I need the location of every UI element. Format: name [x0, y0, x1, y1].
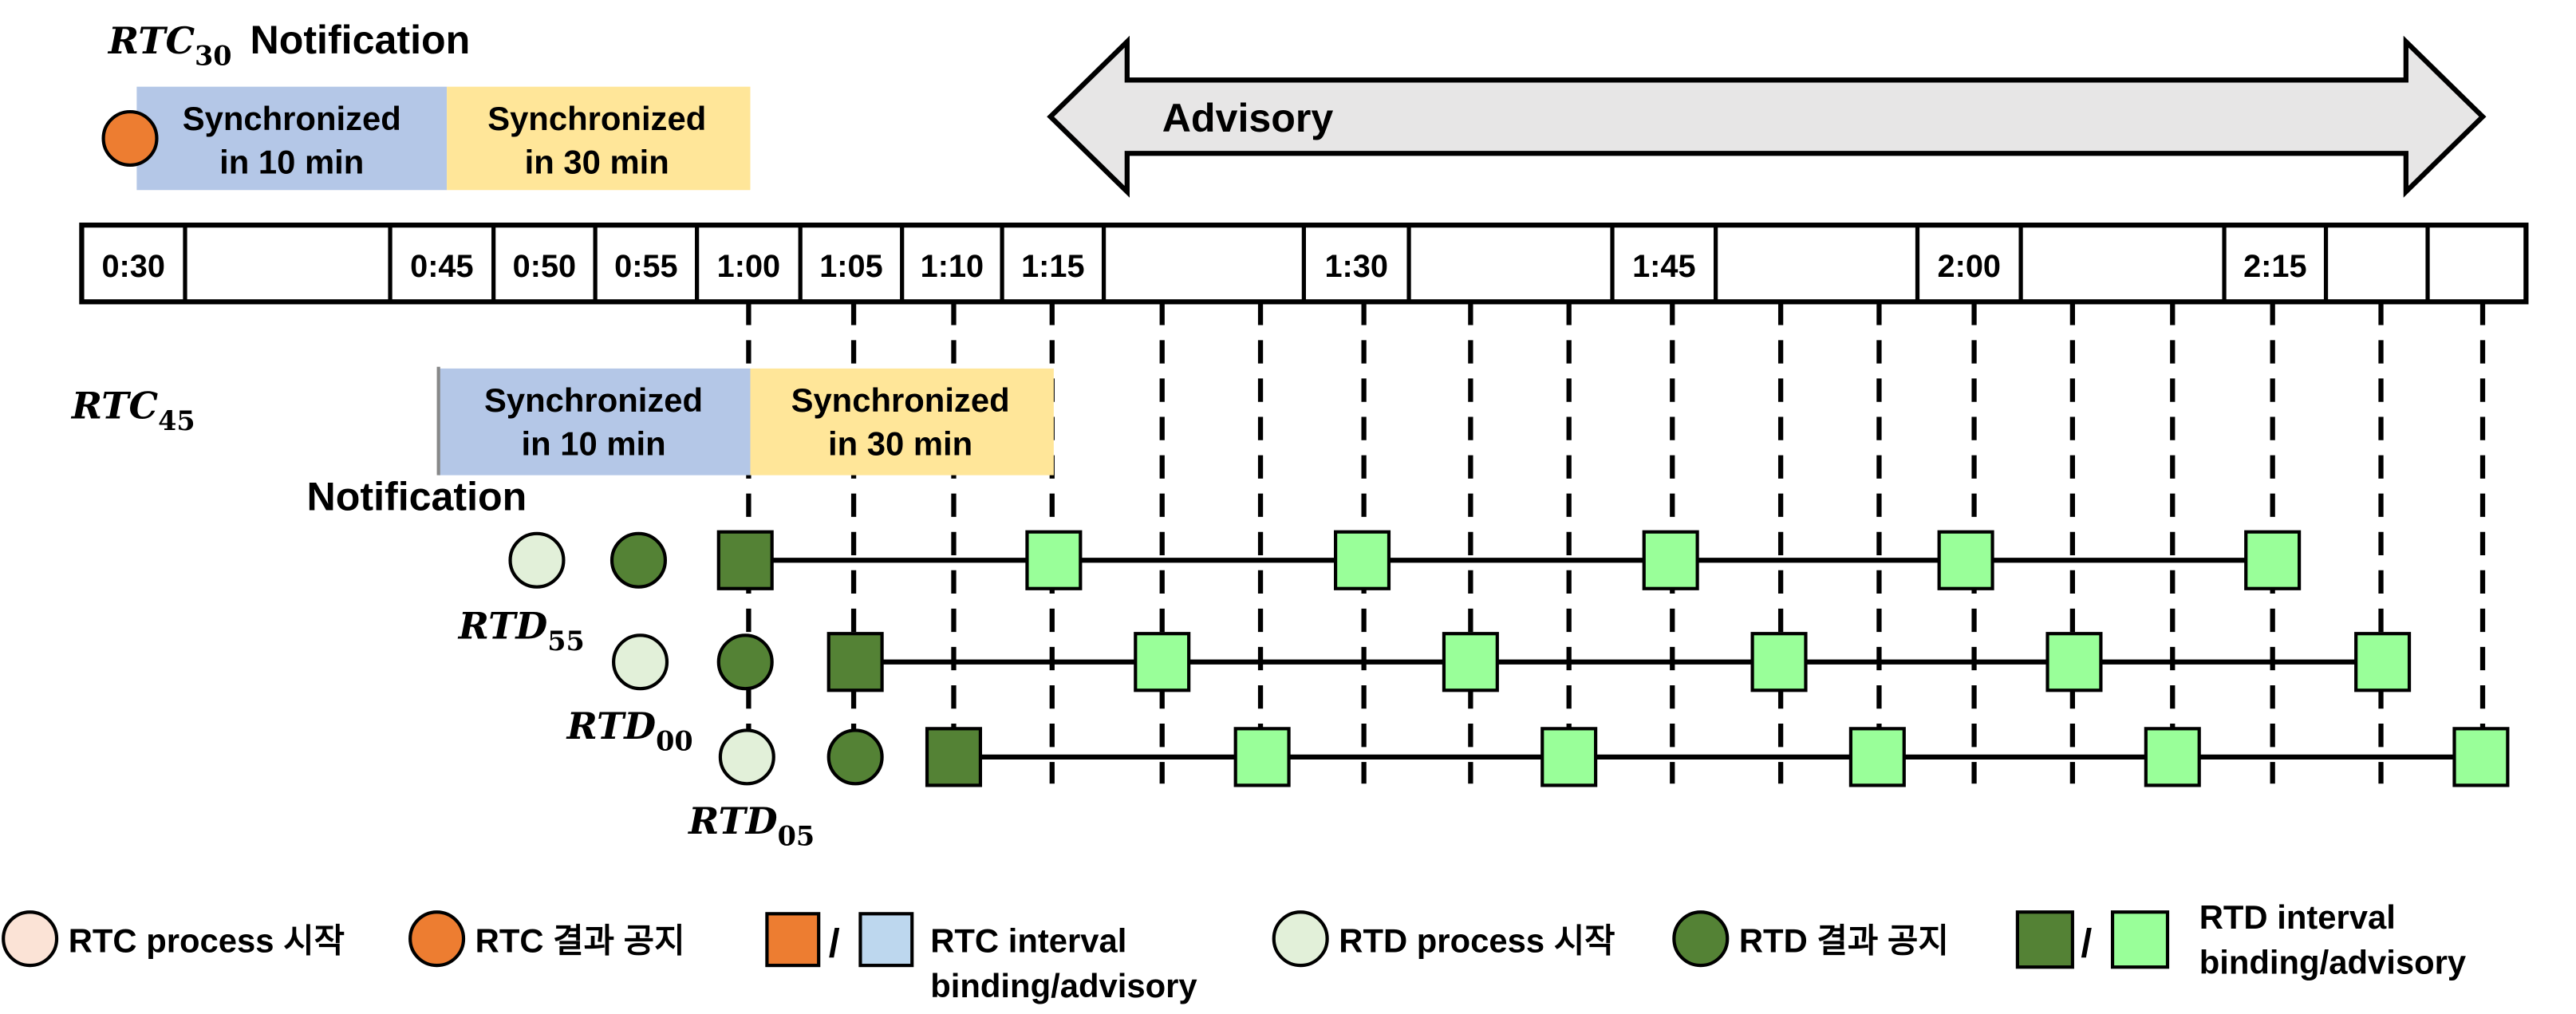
timeline-cell-label: 0:30: [101, 249, 164, 284]
legend-rtc-result-label: RTC 결과 공지: [475, 921, 685, 959]
timeline-cell-label: 0:55: [614, 249, 677, 284]
timeline-cell-label: 1:00: [717, 249, 780, 284]
rtd-advisory-square: [1442, 632, 1499, 692]
advisory-label: Advisory: [1162, 96, 1334, 140]
rtc30-sync30-bar: [447, 86, 751, 191]
rtd-row-05: RTD05: [687, 727, 2510, 852]
rtd-advisory-square: [1333, 530, 1391, 590]
rtc30-notification-title: Notification: [250, 18, 471, 62]
legend-rtc-binding-square: [765, 912, 821, 968]
rtd-result-circle: [609, 531, 667, 589]
rtc30-sync10-bar: [136, 86, 448, 191]
rtd-advisory-square: [1540, 727, 1598, 787]
legend-rtd-start-label: RTD process 시작: [1339, 921, 1615, 959]
rtd-result-circle: [826, 728, 884, 786]
legend-rtd-slash: /: [2081, 921, 2092, 966]
timeline-cell-label: 1:05: [819, 249, 882, 284]
rtc30-subscript: 30: [195, 41, 232, 72]
rtc45-subscript: 45: [158, 405, 195, 436]
rtd-advisory-square: [2452, 727, 2510, 787]
rtd-row-subscript: 55: [547, 625, 585, 657]
rtd-advisory-square: [1848, 727, 1906, 787]
rtc45-sync10-bar: [438, 368, 751, 475]
rtc30-symbol: RTC30: [107, 19, 232, 72]
rtc30-result-circle: [101, 109, 159, 167]
legend-rtd-binding-square: [2015, 910, 2074, 969]
rtd-process-start-circle: [508, 531, 566, 589]
rtd-advisory-square: [1233, 727, 1291, 787]
rtc45-symbol: RTC45: [70, 385, 195, 437]
legend-rtc-result-circle: [408, 910, 466, 968]
timeline-cell-label: 1:30: [1324, 249, 1387, 284]
legend-rtc-start-label: RTC process 시작: [69, 921, 345, 959]
rtd-advisory-square: [1134, 632, 1191, 692]
timeline-cell-label: 1:10: [921, 249, 984, 284]
rtd-advisory-square: [1642, 530, 1699, 590]
rtd-row-00: RTD00: [566, 632, 2412, 757]
rtd-row-subscript: 00: [656, 725, 693, 756]
rtd-process-start-circle: [718, 728, 775, 786]
legend-rtd-advisory-square: [2110, 910, 2170, 969]
rtd-row-label: RTD05: [687, 799, 815, 852]
timeline-row: 0:30 0:45 0:50 0:55 1:00 1:05 1:10 1:15 1:30 1:45…: [79, 223, 2529, 305]
rtd-binding-square: [716, 530, 774, 590]
rtd-row-subscript: 05: [778, 821, 815, 852]
advisory-arrow-shape: [1047, 35, 2487, 198]
timeline-cell-label: 1:45: [1632, 249, 1695, 284]
advisory-arrow: Advisory: [1047, 35, 2487, 198]
rtd-advisory-square: [1750, 632, 1808, 692]
rtc45-notification-title: Notification: [307, 475, 527, 519]
legend-rtc-advisory-square: [858, 912, 914, 968]
rtd-binding-square: [826, 632, 884, 692]
rtd-binding-square: [925, 727, 983, 787]
rtd-row-label: RTD55: [457, 604, 585, 657]
timeline-cell-label: 1:15: [1021, 249, 1084, 284]
rtd-process-start-circle: [612, 633, 669, 691]
rtd-advisory-square: [1937, 530, 1994, 590]
timeline-cell-label: 2:15: [2243, 249, 2306, 284]
timeline-cell-label: 0:45: [410, 249, 473, 284]
timeline-cell-label: 2:00: [1938, 249, 2001, 284]
timeline-cell-label: 0:50: [513, 249, 576, 284]
rtd-advisory-square: [2045, 632, 2103, 692]
legend-rtc-start-circle: [2, 910, 59, 968]
rtd-row-label: RTD00: [566, 704, 693, 757]
rtc45-sync30-bar: [750, 368, 1054, 475]
legend-rtd-result-label: RTD 결과 공지: [1739, 921, 1949, 959]
rtd-row-55: RTD55: [457, 530, 2302, 657]
legend-rtd-result-circle: [1672, 910, 1730, 968]
legend-rtd-start-circle: [1272, 910, 1329, 968]
rtd-advisory-square: [2244, 530, 2302, 590]
legend-rtc-slash: /: [829, 921, 840, 966]
rtd-advisory-square: [1025, 530, 1083, 590]
rtd-result-circle: [716, 633, 774, 691]
rtd-advisory-square: [2354, 632, 2412, 692]
rtd-advisory-square: [2144, 727, 2201, 787]
